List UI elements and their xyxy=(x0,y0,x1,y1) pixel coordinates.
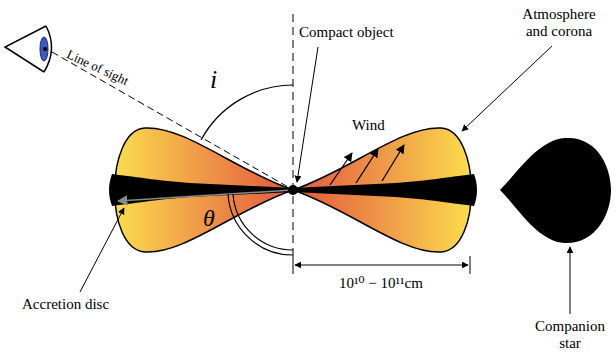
accretion-disc xyxy=(293,174,477,206)
disc-label: Accretion disc xyxy=(22,296,109,313)
compact-object xyxy=(288,185,298,195)
object-label: Compact object xyxy=(299,24,394,41)
disc-direction-arrow xyxy=(118,190,293,201)
dimension-line xyxy=(295,265,468,266)
observer-eye xyxy=(5,26,52,72)
leader-arrow xyxy=(297,47,318,182)
rotation-axis xyxy=(293,14,294,256)
dimension-label: 10¹⁰ − 10¹¹cm xyxy=(331,275,431,292)
wind-arrow xyxy=(356,149,378,183)
leader-arrow xyxy=(80,208,124,292)
angle-arc xyxy=(233,194,293,250)
dimension-tick xyxy=(293,256,294,274)
dimension-tick xyxy=(470,256,471,274)
corona-label: Atmosphere and corona xyxy=(510,6,608,40)
sight-label: Line of sight xyxy=(64,46,131,89)
wind-label: Wind xyxy=(352,117,385,134)
angle-symbol: θ xyxy=(203,205,215,231)
star-label: Companion star xyxy=(528,318,612,352)
leader-arrow xyxy=(462,46,552,131)
wind-arrow xyxy=(382,145,404,181)
wind-arrow xyxy=(330,153,352,185)
companion-star xyxy=(500,138,611,243)
accretion-disc xyxy=(109,174,293,206)
angle-symbol: i xyxy=(210,66,217,94)
angle-arc xyxy=(228,194,293,255)
leader-arrow xyxy=(570,247,571,314)
